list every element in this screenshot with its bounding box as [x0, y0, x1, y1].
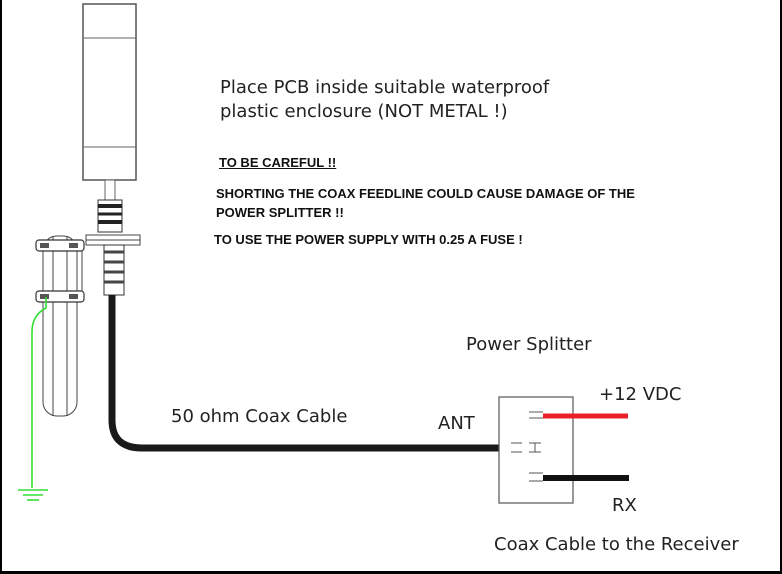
coax-cable-label: 50 ohm Coax Cable — [171, 406, 348, 427]
fuse-note: TO USE THE POWER SUPPLY WITH 0.25 A FUSE… — [214, 232, 523, 247]
coax-cable — [108, 295, 508, 452]
warning-line2: POWER SPLITTER !! — [216, 205, 344, 220]
coax-connector — [103, 244, 125, 296]
receiver-cable-label: Coax Cable to the Receiver — [494, 534, 739, 555]
antenna-connector — [97, 199, 123, 233]
mast-pole — [35, 235, 85, 417]
power-label: +12 VDC — [599, 384, 682, 405]
warning-title: TO BE CAREFUL !! — [219, 155, 337, 170]
ant-label: ANT — [438, 413, 475, 434]
power-splitter-box — [498, 396, 574, 504]
enclosure-note-line2: plastic enclosure (NOT METAL !) — [220, 101, 508, 122]
enclosure-note-line1: Place PCB inside suitable waterproof — [220, 77, 550, 98]
antenna-icon — [82, 3, 137, 201]
ground-wire — [31, 297, 47, 488]
ground-icon — [18, 489, 48, 501]
splitter-label: Power Splitter — [466, 334, 592, 355]
warning-line1: SHORTING THE COAX FEEDLINE COULD CAUSE D… — [216, 186, 635, 201]
rx-label: RX — [612, 495, 637, 516]
